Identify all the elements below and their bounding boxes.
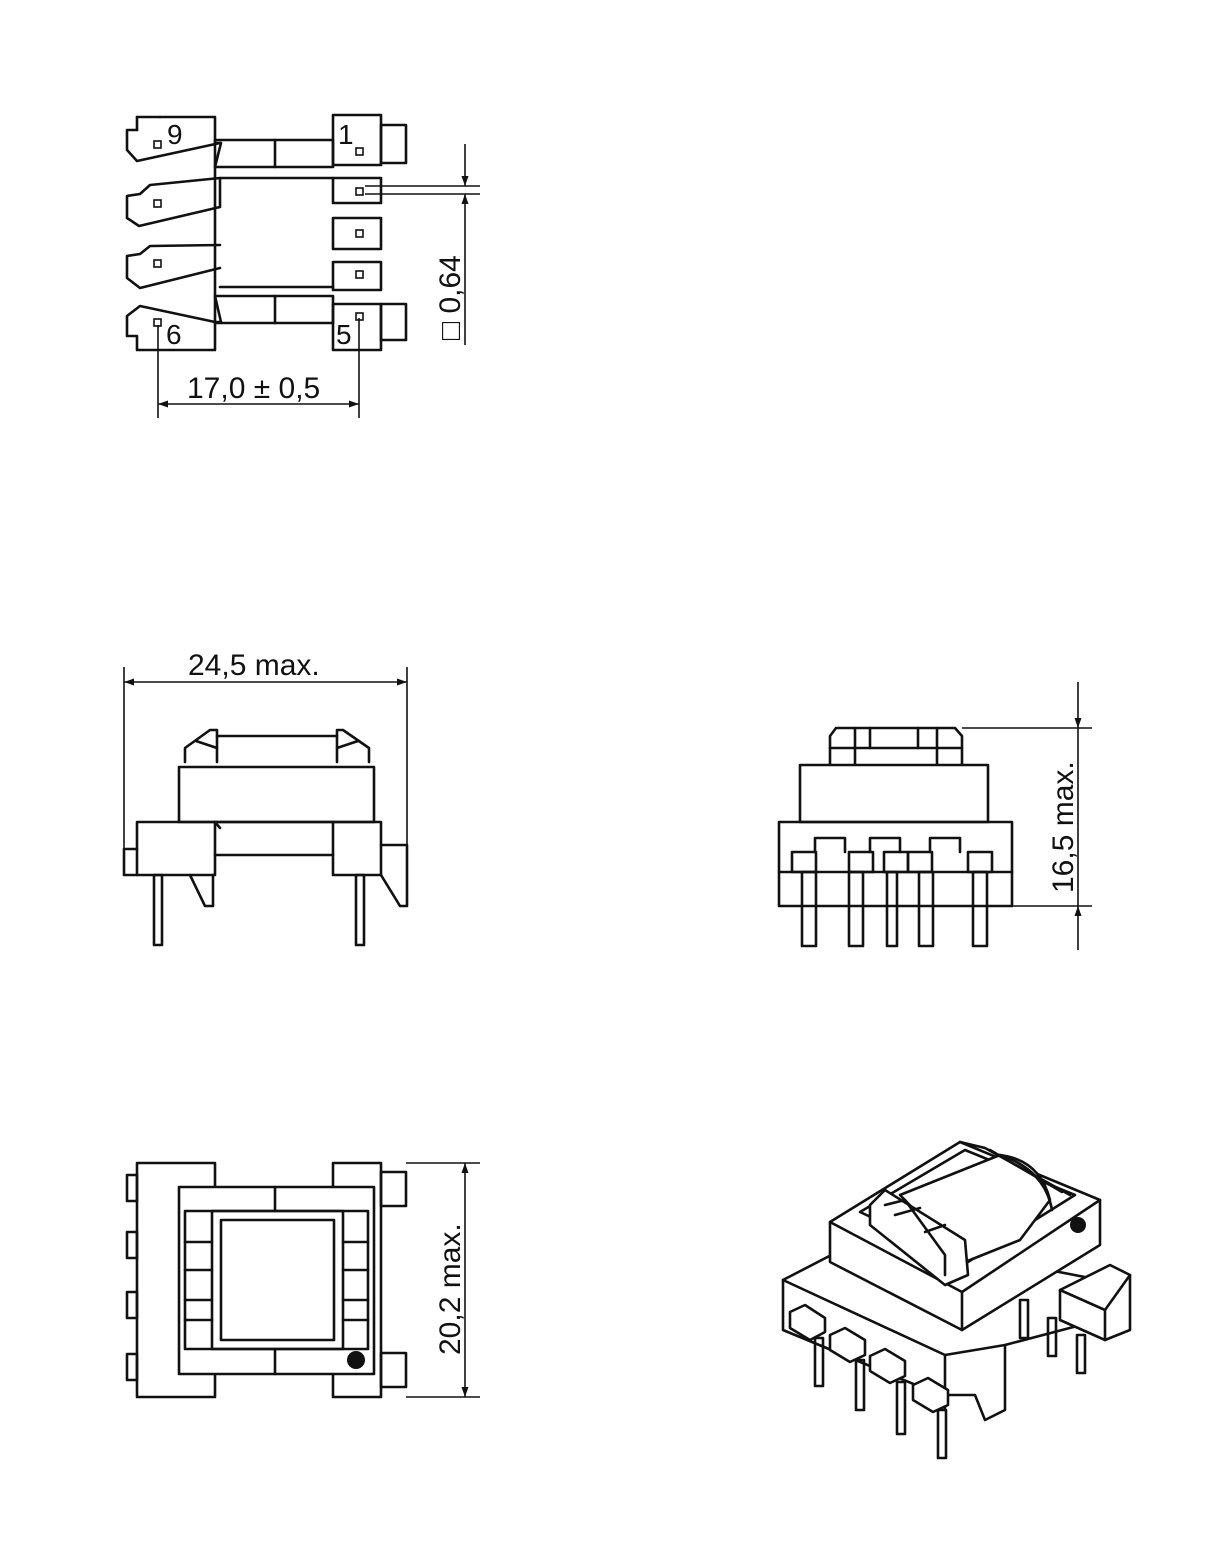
bottom-view: 20,2 max. [125, 1161, 480, 1399]
height-dim: 16,5 max. [1047, 761, 1080, 893]
top-view: 9 1 6 5 17,0 ± 0,5 □ 0,64 [125, 113, 480, 418]
front-view: 24,5 max. [122, 649, 409, 947]
pin-size-dim: □ 0,64 [434, 255, 467, 340]
side-view: 16,5 max. [777, 682, 1092, 950]
iso-pin1-dot [1070, 1217, 1086, 1233]
width-dim: 24,5 max. [188, 649, 320, 682]
pin-label-5: 5 [336, 319, 352, 350]
pin-label-9: 9 [167, 119, 183, 150]
pin-label-6: 6 [166, 319, 182, 350]
pin1-marker-dot [347, 1351, 365, 1369]
isometric-view [781, 1140, 1132, 1460]
pin-spacing-dim: 17,0 ± 0,5 [187, 372, 320, 405]
pin-label-1: 1 [338, 119, 354, 150]
depth-dim: 20,2 max. [434, 1223, 467, 1355]
